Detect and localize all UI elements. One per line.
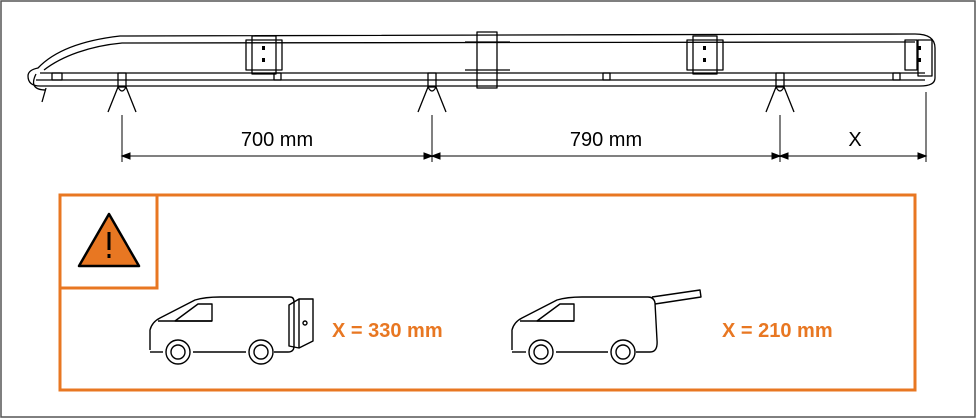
van-with-rod-icon <box>511 289 702 365</box>
warning-panel <box>58 193 917 392</box>
dimension-label-2: 790 mm <box>570 129 642 151</box>
warning-triangle-icon <box>77 212 141 268</box>
roof-rail <box>27 31 936 103</box>
warning-case-rod-label: X = 210 mm <box>722 320 833 342</box>
dimension-label-x: X <box>848 129 861 151</box>
rail-feet <box>107 86 795 113</box>
van-with-box-icon <box>149 296 314 365</box>
dimension-lines <box>120 92 928 162</box>
warning-case-box-label: X = 330 mm <box>332 320 443 342</box>
dimension-label-1: 700 mm <box>241 129 313 151</box>
foot-3 <box>765 86 795 113</box>
clamp-marks <box>262 46 921 62</box>
foot-2 <box>417 86 447 113</box>
foot-1 <box>107 86 137 113</box>
